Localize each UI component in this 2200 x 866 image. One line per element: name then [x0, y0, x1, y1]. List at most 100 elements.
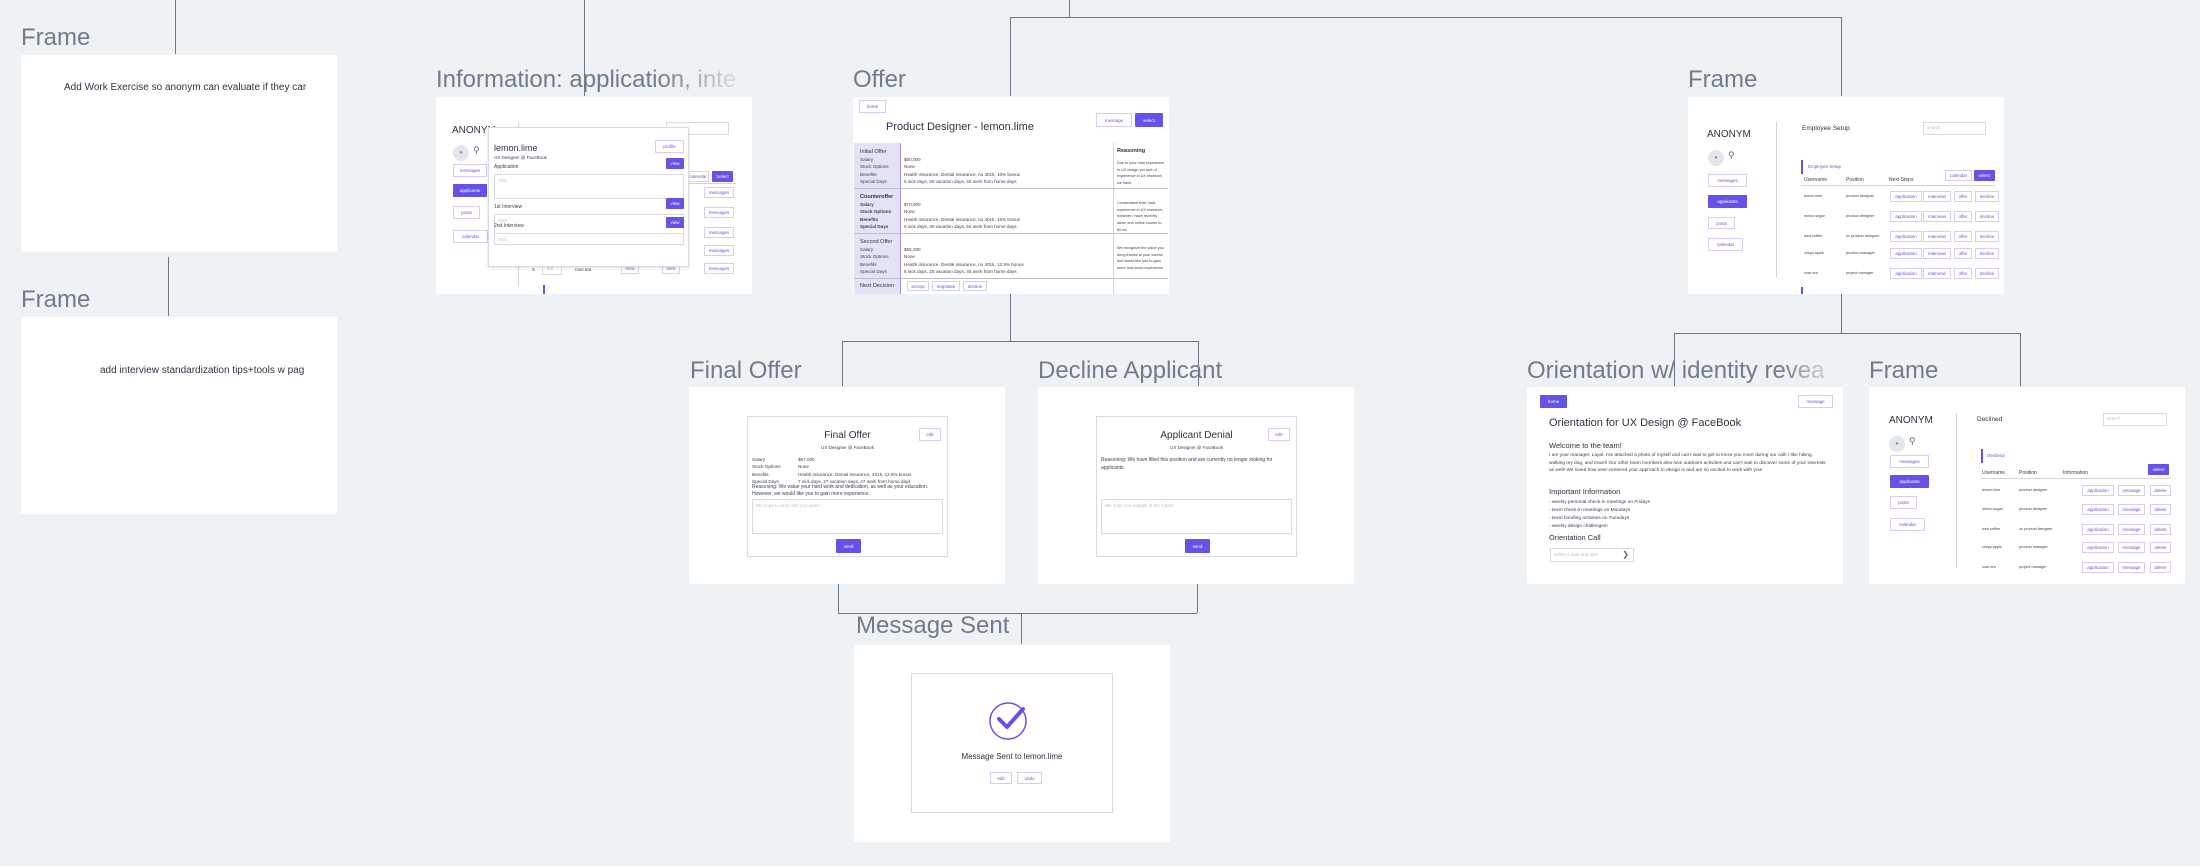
delete-button[interactable]: delete [2150, 542, 2171, 553]
message-textarea[interactable]: We hope to work with you soon! [752, 499, 943, 534]
interview-button[interactable]: interview [1923, 231, 1951, 242]
negotiate-button[interactable]: negotiate [932, 281, 960, 291]
messages-button[interactable]: messages [704, 187, 734, 198]
search-input[interactable]: search [1923, 122, 1986, 135]
search-icon[interactable]: ⚲ [473, 145, 480, 155]
final-offer-frame[interactable]: Final Offer edit UX Designer @ FaceBook … [689, 387, 1005, 584]
message-button[interactable]: message [2118, 524, 2145, 535]
nav-messages[interactable]: messages [1890, 455, 1929, 468]
application-button[interactable]: application [1890, 248, 1922, 259]
nav-posts[interactable]: posts [1890, 496, 1917, 509]
message-button[interactable]: message [2118, 504, 2145, 515]
application-button[interactable]: application [2082, 524, 2114, 535]
messages-button[interactable]: messages [704, 207, 734, 218]
offer-button[interactable]: offer [1954, 231, 1972, 242]
application-button[interactable]: application [2082, 542, 2114, 553]
application-button[interactable]: application [2082, 562, 2114, 573]
select-button[interactable]: Select [712, 171, 733, 182]
note-frame-interview-tips[interactable]: add interview standardization tips+tools… [21, 317, 337, 514]
application-button[interactable]: application [1890, 231, 1922, 242]
delete-button[interactable]: delete [2150, 504, 2171, 515]
edit-button[interactable]: edit [1268, 428, 1290, 441]
edit-button[interactable]: edit [919, 428, 941, 441]
decline-button[interactable]: decline [1975, 211, 1999, 222]
application-button[interactable]: application [2082, 485, 2114, 496]
orientation-frame[interactable]: home message Orientation for UX Design @… [1527, 387, 1843, 584]
decline-button[interactable]: decline [1975, 248, 1999, 259]
application-button[interactable]: application [2082, 504, 2114, 515]
applicant-popup[interactable]: lemon.lime UX Designer @ FaceBook profil… [488, 127, 689, 267]
home-button[interactable]: home [859, 100, 886, 113]
search-icon[interactable]: ⚲ [1909, 436, 1916, 446]
notes-textarea[interactable]: XXX [494, 233, 684, 245]
nav-posts[interactable]: posts [1708, 217, 1735, 229]
decline-button[interactable]: decline [1975, 268, 1999, 279]
edit-button[interactable]: edit [990, 772, 1012, 784]
message-button[interactable]: message [1798, 395, 1833, 408]
messages-button[interactable]: messages [704, 227, 734, 238]
message-button[interactable]: message [2118, 485, 2145, 496]
delete-button[interactable]: delete [2150, 524, 2171, 535]
employee-setup-frame[interactable]: ANONYM ● ⚲ messages applicants posts cal… [1688, 97, 2004, 294]
nav-applicants[interactable]: applicants [1708, 195, 1747, 208]
nav-calendar[interactable]: calendar [1708, 238, 1743, 251]
decline-button[interactable]: decline [1975, 231, 1999, 242]
information-frame[interactable]: ANONYM ● ⚲ messages applicants posts cal… [436, 97, 752, 294]
application-button[interactable]: application [1890, 268, 1922, 279]
messages-button[interactable]: messages [704, 245, 734, 256]
search-icon[interactable]: ⚲ [1728, 150, 1735, 160]
interview-button[interactable]: interview [1923, 248, 1951, 259]
date-time-select[interactable]: select a date and time ❯ [1550, 548, 1634, 562]
delete-button[interactable]: delete [2150, 562, 2171, 573]
avatar[interactable]: ● [1889, 436, 1905, 452]
avatar[interactable]: ● [453, 145, 469, 161]
message-button[interactable]: message [2118, 562, 2145, 573]
nav-applicants[interactable]: applicants [453, 184, 487, 197]
nav-calendar[interactable]: calendar [1890, 518, 1925, 531]
offer-button[interactable]: offer [1954, 268, 1972, 279]
nav-applicants[interactable]: applicants [1890, 475, 1929, 488]
search-input[interactable]: search [2103, 413, 2167, 426]
declined-frame[interactable]: ANONYM ● ⚲ messages applicants posts cal… [1869, 387, 2185, 584]
calendar-button[interactable]: calendar [1945, 170, 1972, 181]
interview-button[interactable]: interview [1923, 211, 1951, 222]
select-button[interactable]: select [1974, 170, 1995, 181]
nav-messages[interactable]: messages [1708, 174, 1747, 187]
message-button[interactable]: message [1096, 113, 1132, 127]
notes-textarea[interactable]: XXX [494, 174, 684, 199]
interview-button[interactable]: interview [1923, 191, 1951, 202]
decline-button[interactable]: decline [963, 281, 987, 291]
nav-posts[interactable]: posts [453, 206, 480, 219]
offer-button[interactable]: offer [1954, 248, 1972, 259]
note-frame-work-exercise[interactable]: Add Work Exercise so anonym can evaluate… [21, 55, 337, 252]
profile-button[interactable]: profile [655, 140, 684, 153]
view-button[interactable]: view [666, 217, 684, 228]
offer-button[interactable]: offer [1954, 211, 1972, 222]
select-button[interactable]: select [1135, 113, 1163, 127]
select-button[interactable]: select [2148, 464, 2169, 475]
message-textarea[interactable]: We hope you reapply in the future! [1101, 499, 1292, 534]
offer-button[interactable]: offer [1954, 191, 1972, 202]
view-button[interactable]: view [666, 198, 684, 209]
decline-applicant-frame[interactable]: Applicant Denial edit UX Designer @ Face… [1038, 387, 1354, 584]
offer-frame[interactable]: home message select Product Designer - l… [853, 97, 1169, 294]
decline-button[interactable]: decline [1975, 191, 1999, 202]
accept-button[interactable]: accept [907, 281, 929, 291]
nav-calendar[interactable]: calendar [453, 230, 488, 243]
send-button[interactable]: send [836, 539, 861, 553]
view-button[interactable]: view [666, 158, 684, 169]
avatar[interactable]: ● [1708, 150, 1724, 166]
nav-messages[interactable]: messages [453, 164, 487, 177]
message-sent-frame[interactable]: Message Sent to lemon.lime edit undo [854, 645, 1170, 842]
calendar-button[interactable]: calendar [687, 171, 709, 182]
delete-button[interactable]: delete [2150, 485, 2171, 496]
message-button[interactable]: message [2118, 542, 2145, 553]
messages-button[interactable]: messages [704, 263, 734, 274]
interview-button[interactable]: interview [1923, 268, 1951, 279]
home-button[interactable]: home [1540, 395, 1567, 408]
send-button[interactable]: send [1185, 539, 1210, 553]
field-label: Stock Options [860, 209, 892, 215]
undo-button[interactable]: undo [1017, 772, 1042, 784]
application-button[interactable]: application [1890, 191, 1922, 202]
application-button[interactable]: application [1890, 211, 1922, 222]
